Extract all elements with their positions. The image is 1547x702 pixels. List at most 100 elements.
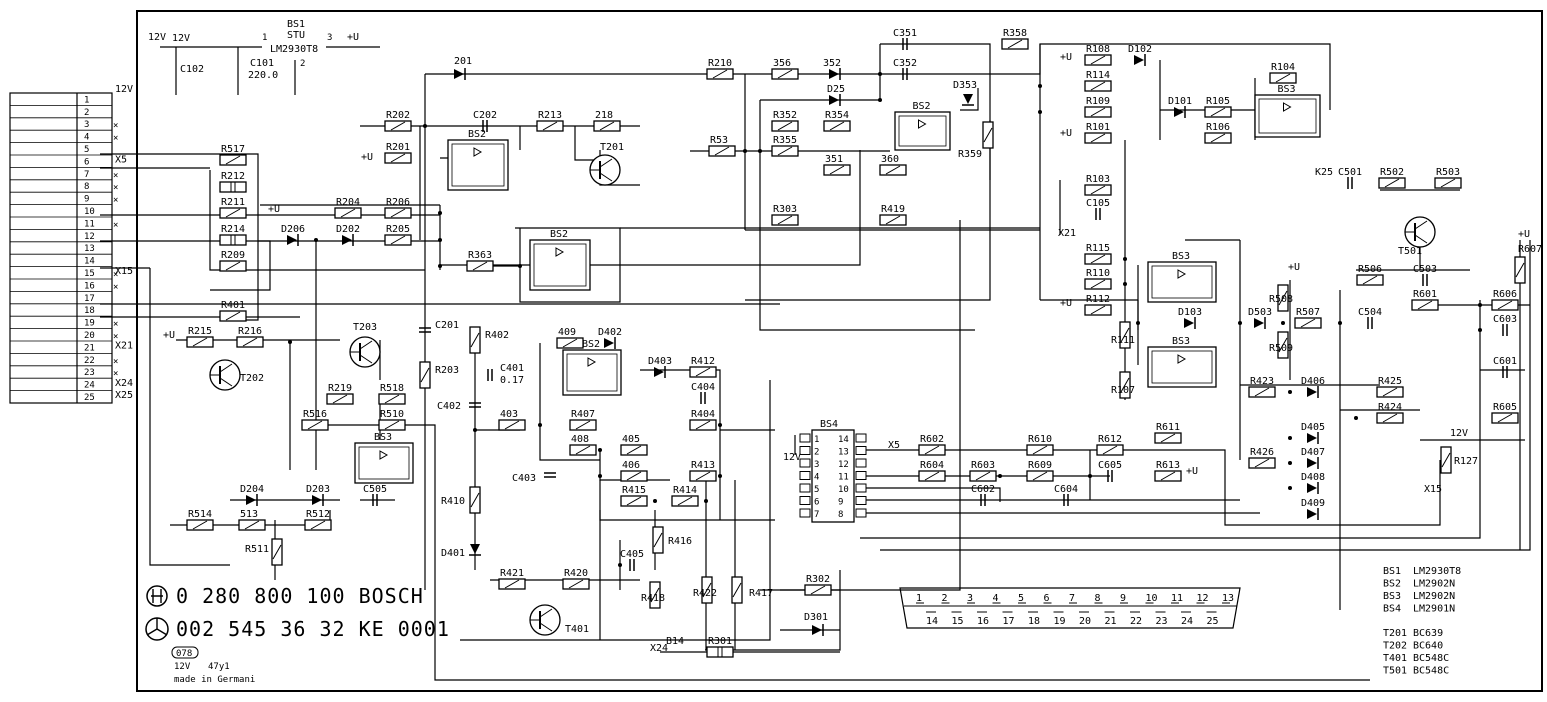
opamp-name: BS3 [1172,251,1190,262]
connector-net-label: 12V [115,84,133,95]
wire [100,240,271,291]
component-c604: C604 [1054,484,1078,506]
component-label: R421 [500,568,524,579]
component-label: R209 [221,250,245,261]
bs4-pin-left: 1 [814,435,819,445]
component-r110: R110 [1084,268,1112,290]
component-label: R201 [386,142,410,153]
component-r402: R402 [469,326,509,354]
connector-pin-number: 4 [84,133,89,143]
component-r602: R602 [918,434,946,456]
component-d503: D503 [1248,307,1272,329]
component-r507: R507 [1294,307,1322,329]
component-label: R127 [1454,456,1478,467]
bottom-pin-bottom: 24 [1181,616,1193,627]
legend-part: BC548C [1413,666,1449,677]
connector-pin-number: 24 [84,381,95,391]
component-label: D401 [441,548,465,559]
junction-dot [758,149,762,153]
component-label: R111 [1111,335,1135,346]
component-r412: R412 [689,356,717,378]
net-label: 12V [783,452,801,463]
stamp-origin: made in Germani [174,675,255,685]
opamp-block: BS3 [354,432,414,484]
regulator-part: LM2930T8 [270,44,318,55]
component-label: R419 [881,204,905,215]
component-c504: C504 [1358,307,1382,329]
component-label: R210 [708,58,732,69]
legend-ref: T201 [1383,628,1407,639]
component-408: 408 [569,434,597,456]
component-label: R301 [708,636,732,647]
connector-pin-number: 13 [84,244,95,254]
bs4-pin-left: 4 [814,473,819,483]
component-label: D25 [827,84,845,95]
junction-dot [1288,390,1292,394]
component-r508: R508 [1269,284,1293,312]
opamp-block: BS2 [529,229,591,291]
component-label: R423 [1250,376,1274,387]
component-label: R416 [668,536,692,547]
net-label: X24 [650,643,668,654]
component-label: R211 [221,197,245,208]
component-label: C605 [1098,460,1122,471]
unused-pin-mark: × [113,121,118,131]
opamp-name: BS2 [582,339,600,350]
unused-pin-mark: × [113,357,118,367]
junction-dot [438,211,442,215]
component-c202: C202 [473,110,497,132]
component-label: R53 [710,135,728,146]
component-d206: D206 [281,224,305,246]
bottom-pin-bottom: 16 [977,616,989,627]
component-label: R108 [1086,44,1110,55]
part-number-block: 0 280 800 100 BOSCH 002 545 36 32 KE 000… [145,584,450,685]
component-r301: R301 [706,636,734,658]
component-d403: D403 [648,356,672,378]
component-label: R518 [380,383,404,394]
bs4-pin-right: 13 [838,448,849,458]
component-label: R606 [1493,289,1517,300]
connector-pin-number: 14 [84,257,95,267]
component-label: R426 [1250,447,1274,458]
component-d353: D353 [953,80,977,106]
connector-pin-number: 16 [84,281,95,291]
component-403: 403 [498,409,526,431]
junction-dot [1038,84,1042,88]
wire [209,170,425,271]
component-label: R214 [221,224,245,235]
component-label: 356 [773,58,791,69]
component-label: C603 [1493,314,1517,325]
component-c404: C404 [691,382,715,404]
connector-pin-number: 8 [84,182,89,192]
component-label: D402 [598,327,622,338]
component-label: C351 [893,28,917,39]
component-label: R205 [386,224,410,235]
mercedes-part-number: 002 545 36 32 KE 0001 [176,617,450,641]
component-r303: R303 [771,204,799,226]
component-r215: R215 [186,326,214,348]
junction-dot [1288,461,1292,465]
component-d101: D101 [1168,96,1192,118]
bs4-package: BS4123456714131211109812VX5+U+U+U+U+U+U+… [163,33,1530,654]
bottom-pin-bottom: 19 [1054,616,1066,627]
component-t202: T202 [209,359,264,391]
net-label: 12V [172,33,190,44]
junction-dot [998,474,1002,478]
junction-dot [538,423,542,427]
connector-pin-number: 5 [84,145,89,155]
component-label: C504 [1358,307,1382,318]
connector-net-label: X5 [115,155,127,166]
component-201: 201 [454,56,472,80]
bs4-pin-right: 8 [838,510,843,520]
opamp-block: BS3 [1254,84,1321,138]
component-label: R415 [622,485,646,496]
legend-ref: T401 [1383,653,1407,664]
component-r105: R105 [1204,96,1232,118]
component-label: R517 [221,144,245,155]
component-label: D405 [1301,422,1325,433]
bs4-pin-right: 14 [838,435,849,445]
component-r201: R201 [384,142,412,164]
component-406: 406 [620,460,648,482]
junction-dot [598,448,602,452]
opamp-name: BS2 [913,101,931,112]
